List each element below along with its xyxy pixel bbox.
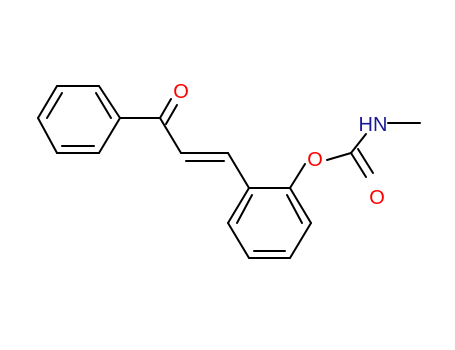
bond bbox=[37, 85, 58, 119]
bond bbox=[159, 98, 172, 119]
bond bbox=[227, 222, 250, 259]
carbonyl-oxygen-label: O bbox=[173, 81, 189, 103]
phenyl-ring-phenoxy bbox=[227, 187, 312, 259]
phenyl-ring-benzoyl bbox=[37, 85, 121, 154]
bond bbox=[289, 163, 306, 189]
bond bbox=[95, 92, 112, 119]
nitrogen-label: HN bbox=[359, 114, 388, 136]
bond bbox=[165, 104, 178, 125]
carbamate-group bbox=[289, 122, 421, 189]
enone-chain bbox=[119, 98, 250, 189]
bond bbox=[98, 117, 121, 154]
bond bbox=[236, 194, 253, 224]
bond bbox=[98, 85, 121, 119]
bond bbox=[326, 152, 352, 161]
bond bbox=[350, 133, 367, 154]
bond bbox=[289, 222, 312, 259]
bond bbox=[286, 194, 303, 224]
carbamate-oxygen-label: O bbox=[369, 187, 385, 209]
bond bbox=[46, 92, 63, 119]
bond bbox=[289, 187, 312, 224]
bond bbox=[357, 148, 374, 174]
bond bbox=[227, 152, 250, 189]
bond bbox=[350, 152, 367, 178]
bond bbox=[227, 187, 250, 224]
bond bbox=[159, 117, 182, 154]
ether-oxygen-label: O bbox=[307, 149, 323, 171]
bond bbox=[37, 117, 58, 154]
